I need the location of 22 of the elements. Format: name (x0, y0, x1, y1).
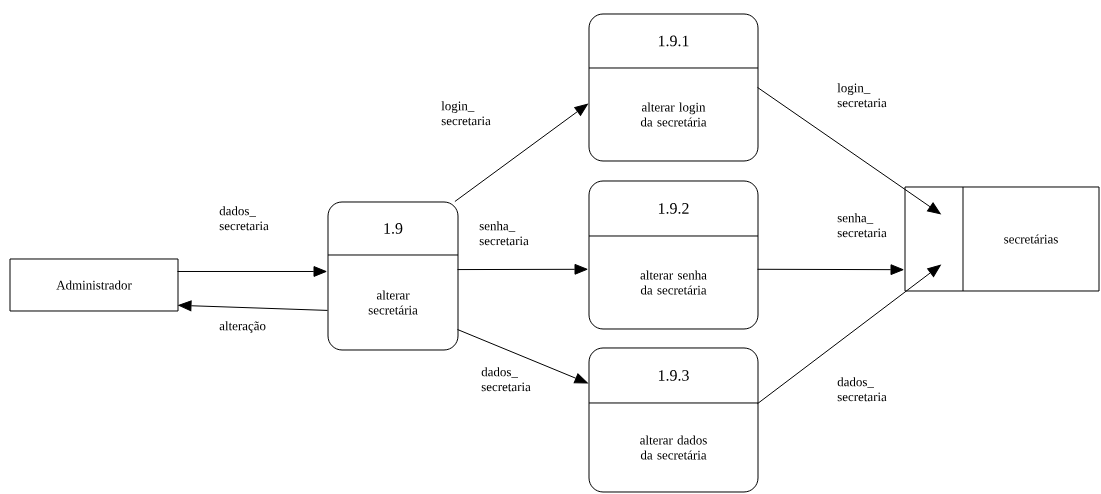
arrow (757, 264, 904, 276)
process-box: 1.9.1 alterar login da secretária (588, 13, 759, 162)
arrow (457, 329, 588, 384)
process-box: 1.9.2 alterar senha da secretária (588, 180, 759, 330)
edge-label: dados_ secretaria (481, 367, 531, 392)
arrow (454, 103, 588, 202)
edge-label: alteração (219, 321, 266, 333)
edge-label: login_ secretaria (837, 83, 887, 108)
edge-label: dados_ secretaria (837, 377, 887, 402)
process-box: 1.9.3 alterar dados da secretária (588, 347, 759, 493)
entity-box: Administrador (9, 258, 179, 312)
arrow (177, 266, 327, 277)
process-box: 1.9 alterar secretária (327, 201, 459, 351)
arrow (757, 264, 941, 405)
arrow (757, 86, 941, 215)
edge-label: dados_ secretaria (219, 206, 269, 231)
edge-label: login_ secretaria (441, 101, 491, 126)
arrow (178, 300, 328, 312)
edge-label: senha_ secretaria (837, 213, 887, 238)
arrow (457, 263, 588, 275)
data-store: secretárias (904, 186, 1100, 292)
edge-label: senha_ secretaria (479, 221, 529, 246)
